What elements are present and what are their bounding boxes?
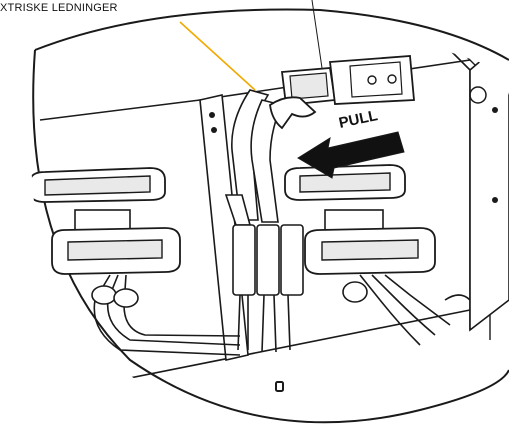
right-lower-clip xyxy=(304,209,436,275)
bottom-marker xyxy=(275,381,284,392)
left-lower-clip xyxy=(51,209,181,275)
callout-leader-line xyxy=(179,21,256,91)
side-panel xyxy=(469,39,509,332)
pull-label: PULL xyxy=(337,107,379,132)
enclosure-interior: PULL xyxy=(31,39,509,381)
wire-connector xyxy=(269,55,415,130)
left-cable-bundle xyxy=(91,274,241,356)
right-upper-clip xyxy=(284,164,406,201)
pull-arrow xyxy=(297,131,405,179)
wiring-harness xyxy=(224,89,304,353)
secondary-leader-line xyxy=(311,0,323,69)
right-cable-bundle xyxy=(342,274,471,346)
magnifier-circle-top xyxy=(34,8,509,61)
left-upper-clip xyxy=(31,167,166,203)
callout-label: XTRISKE LEDNINGER xyxy=(0,2,118,14)
